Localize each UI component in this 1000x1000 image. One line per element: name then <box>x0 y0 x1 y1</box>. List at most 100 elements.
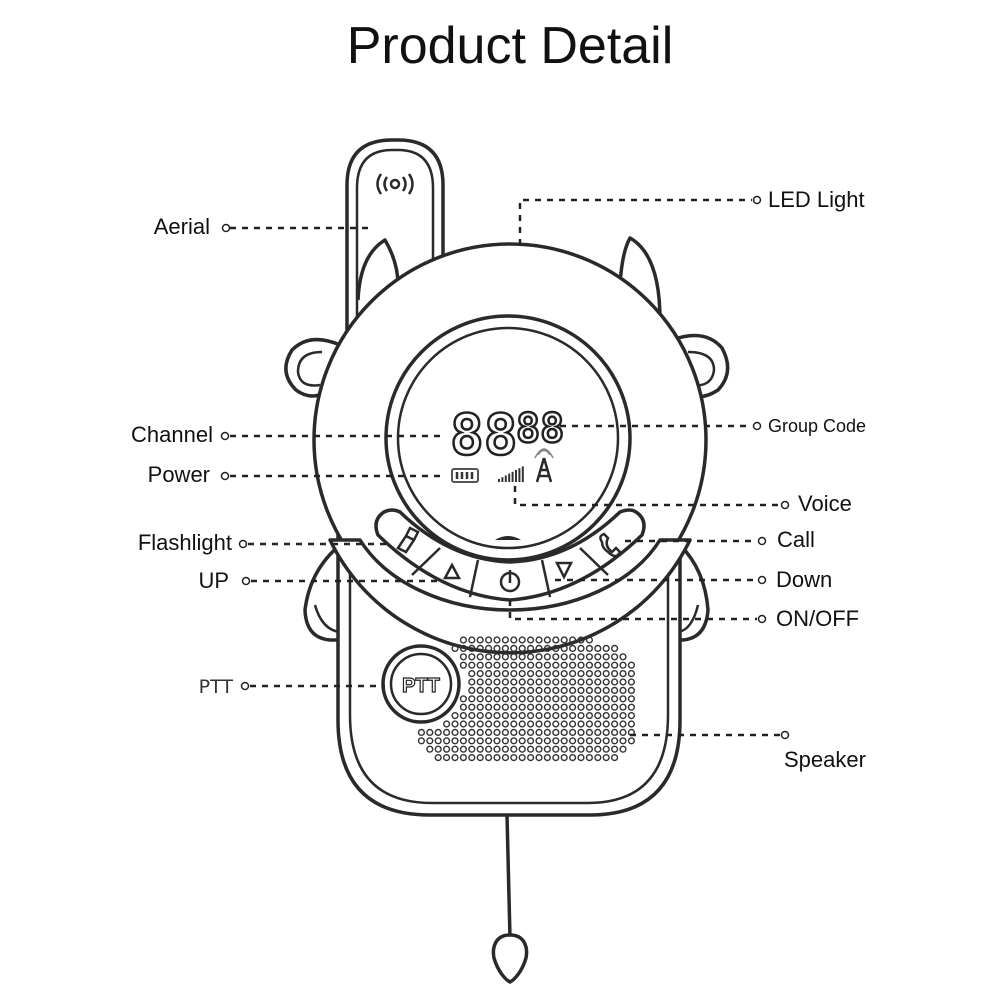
speaker-hole <box>501 669 510 678</box>
speaker-hole <box>476 711 484 720</box>
speaker-hole <box>493 745 501 753</box>
speaker-hole <box>476 653 484 661</box>
speaker-hole <box>510 703 518 711</box>
speaker-hole <box>518 720 526 728</box>
label-power: Power <box>148 462 210 487</box>
speaker-hole <box>594 703 602 711</box>
speaker-hole <box>585 711 594 720</box>
speaker-hole <box>468 737 476 745</box>
speaker-hole <box>426 737 434 745</box>
speaker-hole <box>476 745 484 753</box>
speaker-hole <box>560 644 568 653</box>
call-button[interactable] <box>599 532 622 558</box>
speaker-hole <box>510 753 518 762</box>
signal-bar <box>504 475 507 482</box>
power-icon <box>499 570 521 593</box>
speaker-hole <box>627 661 636 669</box>
speaker-hole <box>577 678 585 686</box>
speaker-hole <box>602 745 610 753</box>
speaker-hole <box>585 720 594 728</box>
speaker-hole <box>543 745 552 753</box>
speaker-hole <box>485 703 493 711</box>
speaker-hole <box>568 695 577 703</box>
speaker-hole <box>535 644 543 653</box>
speaker-hole <box>476 636 484 644</box>
speaker-hole <box>518 644 526 653</box>
speaker-hole <box>493 669 501 678</box>
speaker-hole <box>560 661 568 669</box>
speaker-hole <box>493 686 501 695</box>
right-arm <box>677 543 710 642</box>
speaker-hole <box>526 686 535 695</box>
speaker-hole <box>619 720 627 728</box>
speaker-hole <box>619 695 627 703</box>
speaker-hole <box>468 703 476 711</box>
flashlight-icon <box>396 526 420 554</box>
speaker-hole <box>535 728 543 737</box>
signal-bar <box>501 477 504 482</box>
speaker-hole <box>585 661 594 669</box>
lanyard <box>505 813 512 940</box>
speaker-hole <box>627 695 636 703</box>
speaker-hole <box>585 678 594 686</box>
speaker-hole <box>485 686 493 695</box>
speaker-hole <box>526 661 535 669</box>
speaker-hole <box>577 636 585 644</box>
speaker-hole <box>552 720 560 728</box>
page-title: Product Detail <box>347 17 674 75</box>
speaker-hole <box>594 686 602 695</box>
speaker-hole <box>476 695 484 703</box>
speaker-hole <box>577 728 585 737</box>
speaker-hole <box>594 753 602 762</box>
speaker-hole <box>510 669 518 678</box>
speaker-hole <box>577 644 585 653</box>
speaker-hole <box>535 720 543 728</box>
speaker-hole <box>543 728 552 737</box>
speaker-hole <box>594 720 602 728</box>
speaker-hole <box>543 695 552 703</box>
speaker-hole <box>594 695 602 703</box>
speaker-hole <box>619 703 627 711</box>
speaker-hole <box>501 686 510 695</box>
speaker-hole <box>510 728 518 737</box>
speaker-hole <box>485 728 493 737</box>
speaker-hole <box>485 678 493 686</box>
walkie-talkie-drawing: 88 88 PTT <box>284 138 730 984</box>
down-button[interactable] <box>554 561 574 580</box>
speaker-hole <box>585 745 594 753</box>
speaker-hole <box>585 686 594 695</box>
label-channel: Channel <box>131 422 213 447</box>
speaker-hole <box>619 661 627 669</box>
speaker-hole <box>501 653 510 661</box>
speaker-hole <box>560 636 568 644</box>
speaker-hole <box>510 711 518 720</box>
speaker-hole <box>552 753 560 762</box>
speaker-hole <box>451 753 459 762</box>
speaker-hole <box>543 669 552 678</box>
speaker-hole <box>485 745 493 753</box>
speaker-hole <box>610 678 619 686</box>
speaker-hole <box>602 711 610 720</box>
speaker-hole <box>560 678 568 686</box>
speaker-hole <box>602 753 610 762</box>
speaker-hole <box>594 728 602 737</box>
speaker-hole <box>476 728 484 737</box>
speaker-hole <box>510 653 518 661</box>
speaker-hole <box>510 678 518 686</box>
speaker-hole <box>552 678 560 686</box>
ptt-button[interactable]: PTT <box>381 644 461 724</box>
flashlight-button[interactable] <box>396 526 420 554</box>
speaker-hole <box>459 711 468 720</box>
speaker-hole <box>610 653 619 661</box>
up-button[interactable] <box>442 562 462 580</box>
speaker-hole <box>518 737 526 745</box>
speaker-hole <box>468 644 476 653</box>
power-button[interactable] <box>499 570 521 593</box>
label-ptt: PTT <box>199 676 234 698</box>
speaker-hole <box>501 745 510 753</box>
speaker-hole <box>560 753 568 762</box>
speaker-hole <box>476 737 484 745</box>
speaker-hole <box>594 737 602 745</box>
speaker-hole <box>610 728 619 737</box>
speaker-hole <box>443 745 451 753</box>
